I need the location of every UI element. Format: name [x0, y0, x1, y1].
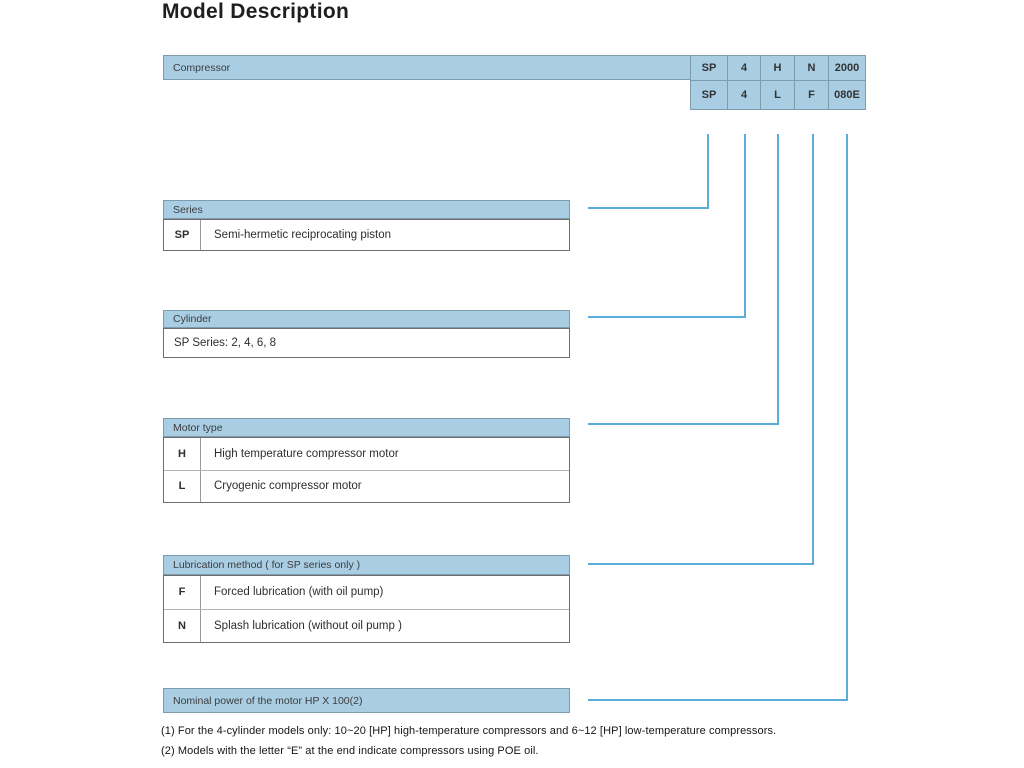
- model-cell-series: SP: [690, 55, 728, 81]
- table-row: SP Semi-hermetic reciprocating piston: [164, 220, 569, 250]
- table-row: F Forced lubrication (with oil pump): [164, 576, 569, 609]
- model-code-row-low-temp: SP 4 L F 080E: [690, 80, 866, 110]
- series-header-bar: Series: [163, 200, 570, 219]
- table-row: H High temperature compressor motor: [164, 438, 569, 470]
- model-code-row-high-temp: SP 4 H N 2000: [690, 55, 866, 81]
- page-title: Model Description: [162, 0, 350, 23]
- motor-key-cell: L: [164, 470, 201, 502]
- model-cell-series: SP: [690, 80, 728, 110]
- model-cell-power: 080E: [828, 80, 866, 110]
- series-key-cell: SP: [164, 220, 201, 250]
- lubrication-connector-horizontal-line: [588, 563, 814, 565]
- motor-desc-cell: High temperature compressor motor: [214, 447, 399, 460]
- lubrication-header-bar: Lubrication method ( for SP series only …: [163, 555, 570, 575]
- series-table: SP Semi-hermetic reciprocating piston: [163, 219, 570, 251]
- nominal-power-header-label: Nominal power of the motor HP X 100(2): [173, 694, 363, 707]
- series-header-label: Series: [173, 203, 203, 216]
- compressor-label: Compressor: [173, 61, 231, 74]
- lubrication-key-cell: F: [164, 576, 201, 609]
- series-connector-horizontal-line: [588, 207, 709, 209]
- table-row: L Cryogenic compressor motor: [164, 469, 569, 502]
- motor-type-table: H High temperature compressor motor L Cr…: [163, 437, 570, 503]
- table-row: N Splash lubrication (without oil pump ): [164, 608, 569, 642]
- model-cell-lubrication: F: [794, 80, 829, 110]
- model-cell-motor: L: [760, 80, 795, 110]
- model-cell-cylinder: 4: [727, 55, 761, 81]
- table-row: SP Series: 2, 4, 6, 8: [164, 329, 569, 357]
- motor-desc-cell: Cryogenic compressor motor: [214, 480, 362, 493]
- footnote-1: (1) For the 4-cylinder models only: 10~2…: [161, 725, 777, 737]
- cylinder-table: SP Series: 2, 4, 6, 8: [163, 328, 570, 358]
- footnote-2: (2) Models with the letter “E” at the en…: [161, 745, 539, 757]
- lubrication-table: F Forced lubrication (with oil pump) N S…: [163, 575, 570, 643]
- cylinder-header-bar: Cylinder: [163, 310, 570, 328]
- lubrication-desc-cell: Splash lubrication (without oil pump ): [214, 619, 402, 632]
- lubrication-header-label: Lubrication method ( for SP series only …: [173, 559, 361, 571]
- motor-key-cell: H: [164, 438, 201, 470]
- model-cell-cylinder: 4: [727, 80, 761, 110]
- model-cell-motor: H: [760, 55, 795, 81]
- motor-connector-horizontal-line: [588, 423, 779, 425]
- motor-type-header-label: Motor type: [173, 421, 223, 434]
- power-connector-vertical-line: [846, 134, 848, 701]
- lubrication-desc-cell: Forced lubrication (with oil pump): [214, 586, 384, 599]
- nominal-power-header-bar: Nominal power of the motor HP X 100(2): [163, 688, 570, 713]
- cylinder-connector-horizontal-line: [588, 316, 746, 318]
- model-cell-power: 2000: [828, 55, 866, 81]
- cylinder-connector-vertical-line: [744, 134, 746, 318]
- model-code-table: SP 4 H N 2000 SP 4 L F 080E: [690, 55, 866, 110]
- lubrication-connector-vertical-line: [812, 134, 814, 565]
- motor-type-header-bar: Motor type: [163, 418, 570, 437]
- compressor-label-bar: Compressor: [163, 55, 691, 80]
- model-cell-lubrication: N: [794, 55, 829, 81]
- cylinder-header-label: Cylinder: [173, 313, 212, 325]
- motor-connector-vertical-line: [777, 134, 779, 425]
- lubrication-key-cell: N: [164, 609, 201, 642]
- cylinder-desc-cell: SP Series: 2, 4, 6, 8: [174, 337, 277, 349]
- series-connector-vertical-line: [707, 134, 709, 209]
- series-desc-cell: Semi-hermetic reciprocating piston: [214, 229, 392, 241]
- power-connector-horizontal-line: [588, 699, 848, 701]
